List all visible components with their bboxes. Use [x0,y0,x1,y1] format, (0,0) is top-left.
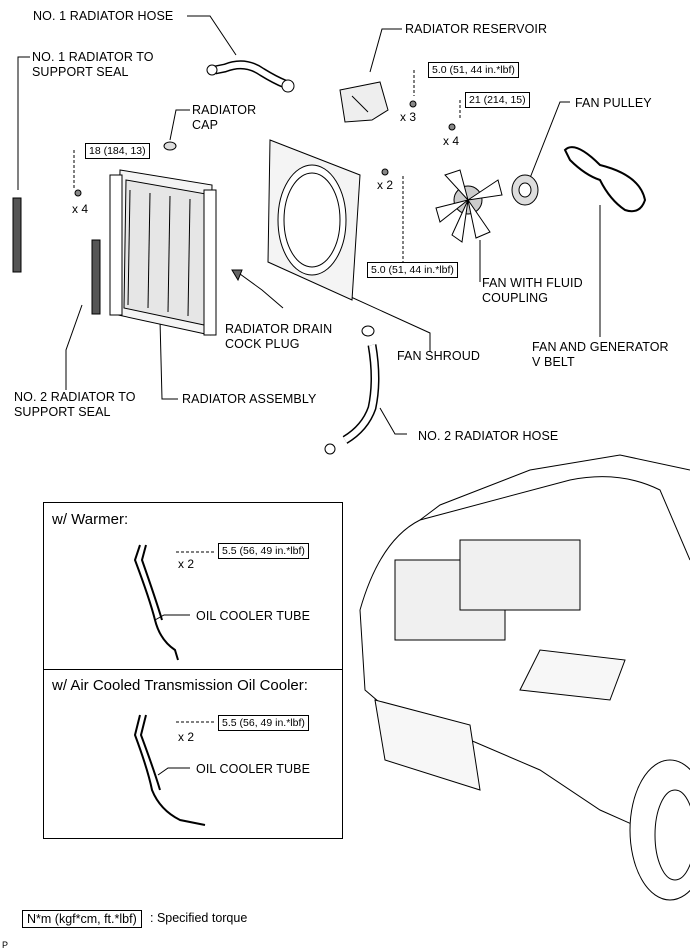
radiator-cap-part [163,141,177,151]
leader-reservoir [369,28,402,73]
label-no1-radiator-hose: NO. 1 RADIATOR HOSE [33,9,174,23]
label-radiator-cap: RADIATOR CAP [192,103,257,132]
torque-fan-nut: 21 (214, 15) [465,92,530,108]
leader-no2-hose [379,407,407,435]
qty-reservoir: x 3 [400,110,417,124]
label-no1-support-seal: NO. 1 RADIATOR TO SUPPORT SEAL [32,50,154,79]
label-fan-pulley: FAN PULLEY [575,96,652,110]
label-cooler-oil-cooler-tube: OIL COOLER TUBE [196,762,311,776]
qty-fan-nut: x 4 [443,134,460,148]
leader-fan-pulley [529,101,570,179]
no2-seal-part [91,239,101,315]
leader-no1-hose [187,15,237,56]
warmer-tube-part [133,544,179,661]
cooler-tube-part [133,714,206,826]
reservoir-part [339,81,389,123]
label-fan-and-generator-v-belt: FAN AND GENERATOR V BELT [532,340,669,369]
v-belt-part [563,146,647,213]
label-no2-support-seal: NO. 2 RADIATOR TO SUPPORT SEAL [14,390,136,419]
legend-text: : Specified torque [150,911,248,925]
torque-reservoir-bolt: 5.0 (51, 44 in.*lbf) [428,62,519,78]
footer-code: P [2,940,9,950]
leader-radiator-assy [159,319,178,400]
torque-cooler-bolt: 5.5 (56, 49 in.*lbf) [218,715,309,731]
qty-radiator: x 4 [72,202,89,216]
fan-shroud-part [267,139,361,301]
fan-part [435,169,503,243]
label-fan-with-fluid-coupling: FAN WITH FLUID COUPLING [482,276,583,305]
no1-seal-part [12,197,22,273]
panel-air-cooled-title: w/ Air Cooled Transmission Oil Cooler: [52,677,308,694]
qty-shroud: x 2 [377,178,394,192]
legend-torque-box: N*m (kgf*cm, ft.*lbf) [22,910,142,928]
torque-radiator-bolt: 18 (184, 13) [85,143,150,159]
vehicle-illustration [359,454,690,901]
radiator-part [109,169,217,336]
label-warmer-oil-cooler-tube: OIL COOLER TUBE [196,609,311,623]
drain-plug-part [231,269,243,282]
leader-drain [239,273,284,309]
leader-no1-seal [17,56,30,190]
label-radiator-drain-cock-plug: RADIATOR DRAIN COCK PLUG [225,322,333,351]
fan-pulley-part [511,174,539,206]
panel-warmer-title: w/ Warmer: [52,511,129,528]
label-radiator-reservoir: RADIATOR RESERVOIR [405,22,548,36]
leader-shroud [339,291,431,352]
leader-cap [169,109,190,141]
panel-warmer: w/ Warmer: 5.5 (56, 49 in.*lbf) x 2 OIL … [43,502,343,670]
label-radiator-assembly: RADIATOR ASSEMBLY [182,392,317,406]
label-no2-radiator-hose: NO. 2 RADIATOR HOSE [418,429,559,443]
label-fan-shroud: FAN SHROUD [397,349,480,363]
qty-warmer: x 2 [178,557,195,571]
torque-warmer-bolt: 5.5 (56, 49 in.*lbf) [218,543,309,559]
qty-cooler: x 2 [178,730,195,744]
torque-shroud-bolt: 5.0 (51, 44 in.*lbf) [367,262,458,278]
leader-no2-seal [65,304,83,390]
panel-air-cooled: w/ Air Cooled Transmission Oil Cooler: 5… [43,669,343,839]
